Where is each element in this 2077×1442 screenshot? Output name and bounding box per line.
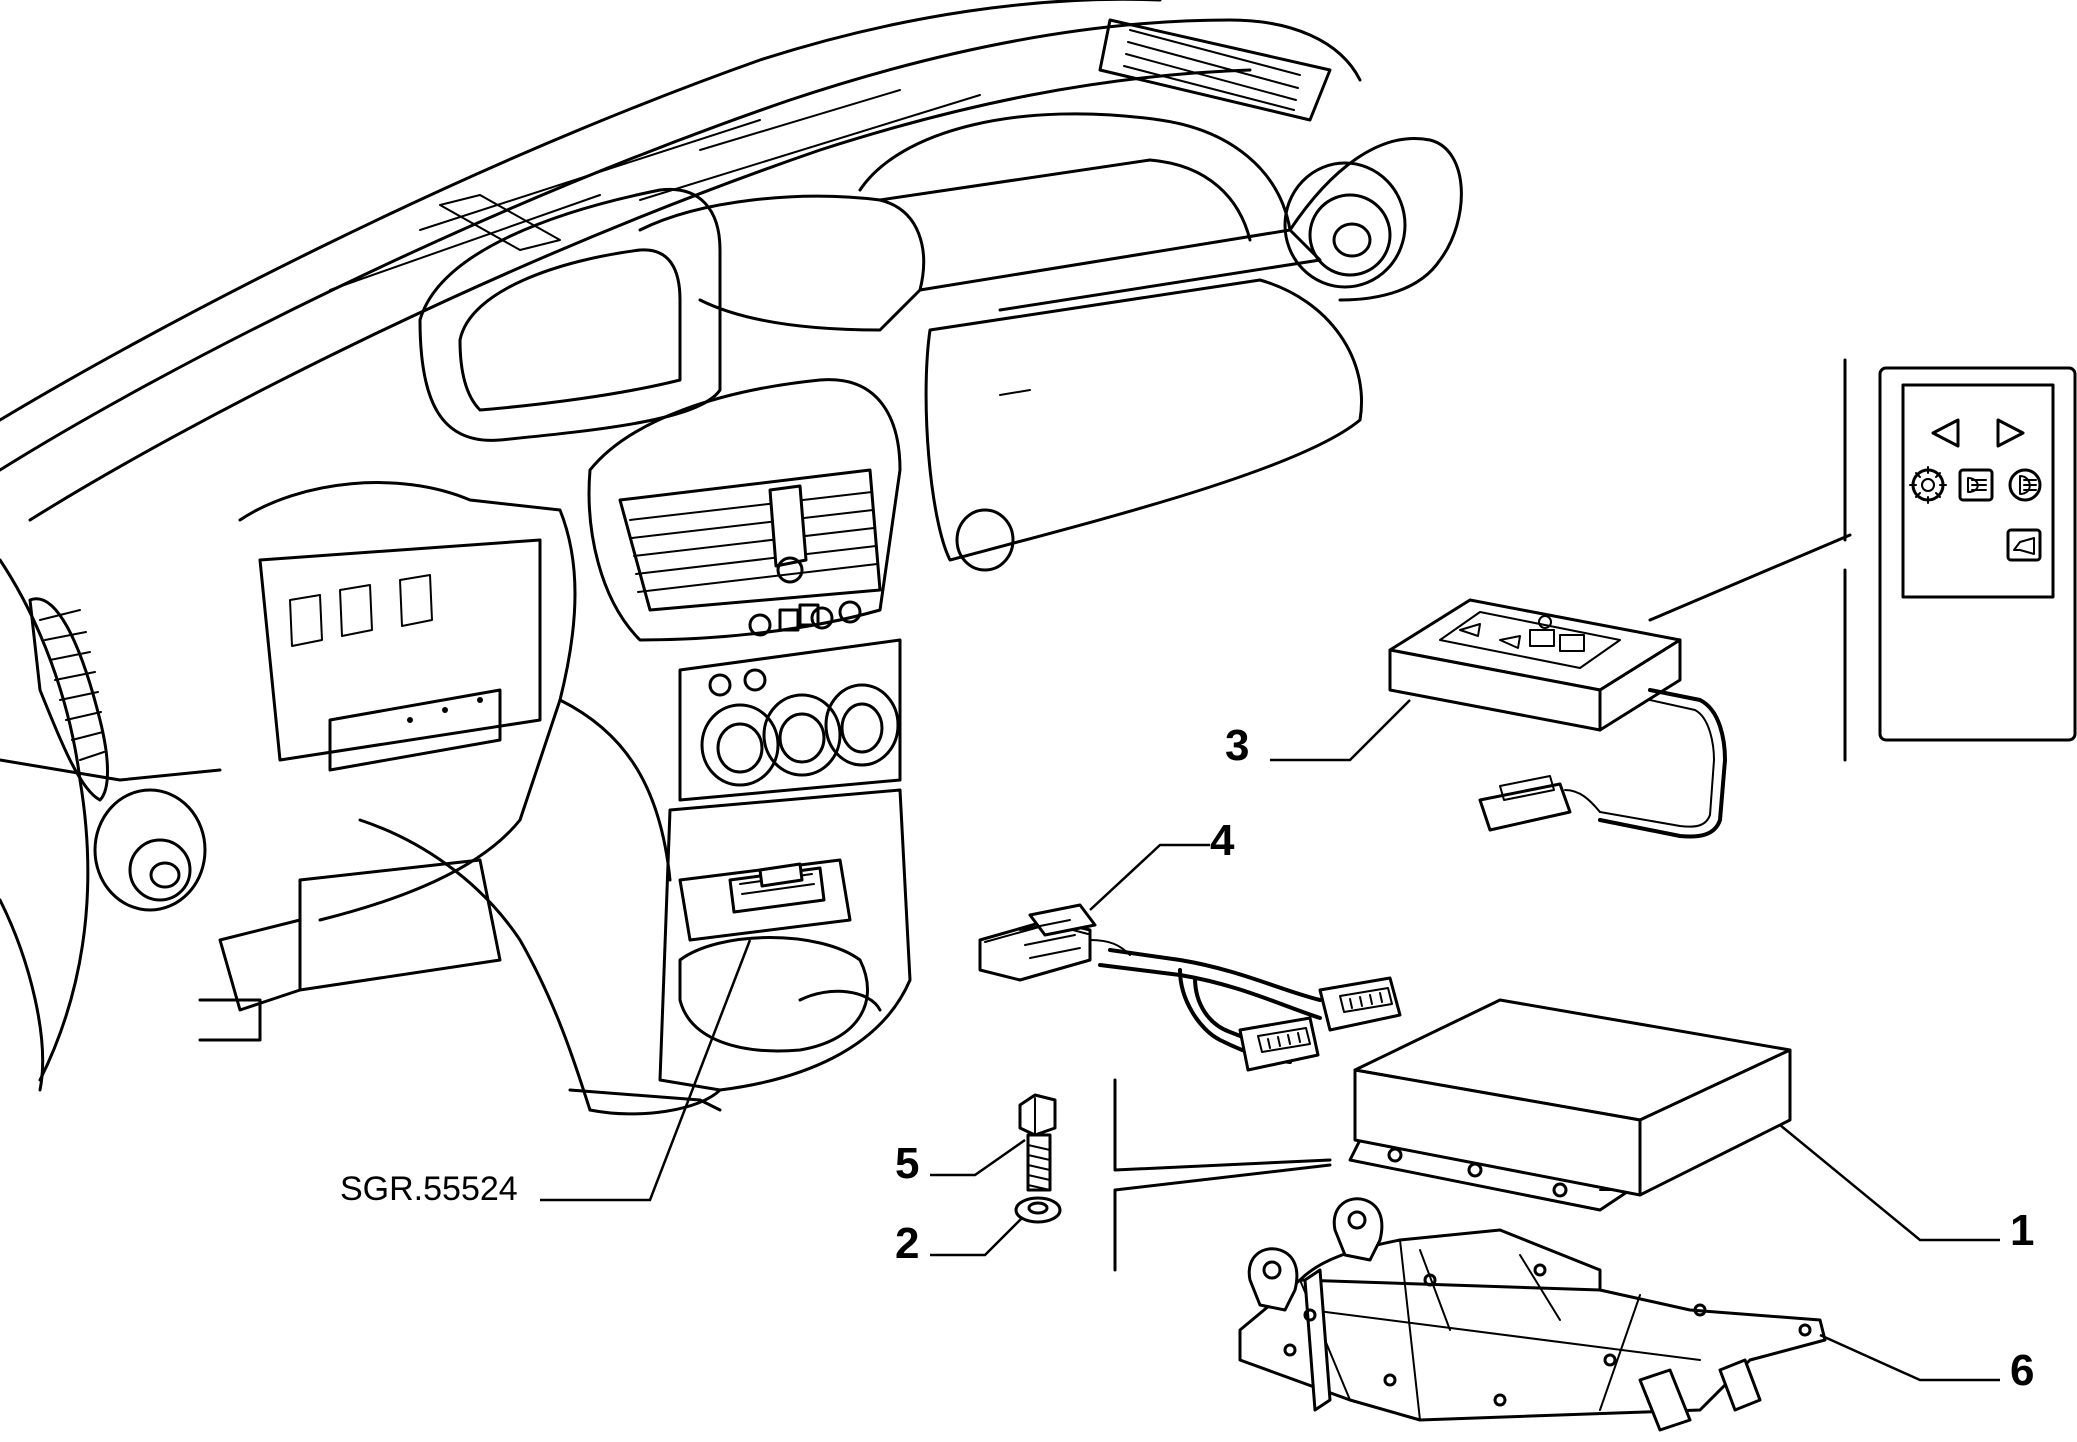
assembly-bracket-bottom [1113,1163,1332,1272]
console-connector [728,862,826,914]
callout-5: 5 [895,1139,919,1188]
callout-2-leader [930,1217,1023,1257]
reference-leader [540,939,752,1202]
callout-3: 3 [1225,721,1249,770]
arrow-left-icon [1931,418,1960,448]
high-beam-icon [2008,468,2042,502]
top-vent [1098,18,1332,122]
reference-code: SGR.55524 [340,1170,518,1208]
part-3-keypad-module [1388,598,1727,839]
sun-icon [1909,466,1947,504]
dashboard-assembly [0,0,1463,1116]
keypad-detail-panel [1878,366,2077,742]
assembly-bracket-top [1113,1078,1332,1172]
part-5-bolt [1018,1093,1057,1192]
callout-1: 1 [2010,1206,2034,1255]
part-4-wiring-harness [978,903,1402,1072]
detail-pointer [1648,533,1852,622]
left-side-vent [28,597,109,802]
part-2-washer [1014,1196,1062,1224]
callout-3-leader [1270,699,1411,762]
callout-4-leader [1089,843,1210,911]
center-vent [618,468,882,612]
part-1-control-unit [1348,998,1792,1212]
callout-2: 2 [895,1219,919,1268]
left-round-vent [93,788,207,912]
headlight-icon [1958,468,1994,502]
climate-knobs [700,668,900,787]
callout-1-leader [1779,1124,2000,1242]
horn-icon [2006,528,2042,562]
callout-6-leader [1819,1333,2000,1382]
callout-6: 6 [2010,1346,2034,1395]
right-round-vent [1283,161,1407,289]
part-6-mounting-bracket [1238,1197,1827,1432]
center-buttons [748,600,862,637]
callout-5-leader [930,1138,1026,1177]
callout-4: 4 [1210,816,1235,865]
arrow-right-icon [1996,418,2025,448]
